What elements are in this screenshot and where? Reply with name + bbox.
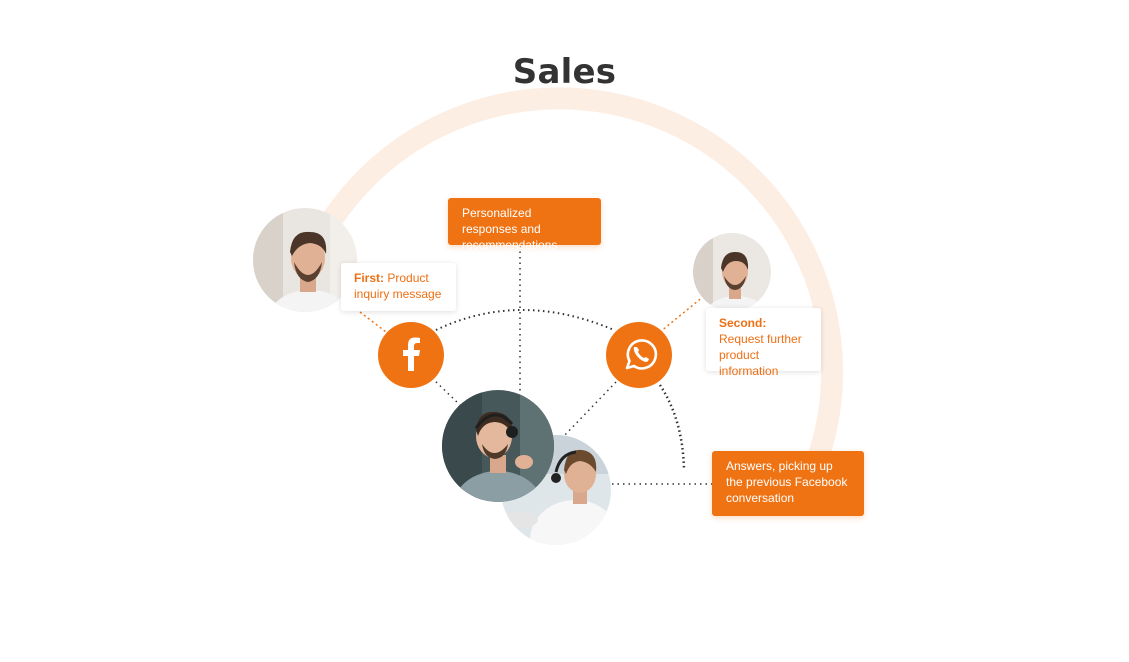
channel-connector-arc <box>436 310 614 330</box>
facebook-icon <box>378 322 444 388</box>
first-step-card: First: Product inquiry message <box>341 263 456 311</box>
connector-customer1-facebook <box>360 312 386 332</box>
second-step-card: Second: Request further product informat… <box>706 308 821 371</box>
whatsapp-icon <box>606 322 672 388</box>
connector-customer2-whatsapp <box>660 296 704 332</box>
connector-facebook-agent <box>432 378 460 405</box>
whatsapp-arc <box>660 385 684 470</box>
personalized-responses-box: Personalized responses and recommendatio… <box>448 198 601 245</box>
first-step-prefix: First: <box>354 271 384 285</box>
answers-box: Answers, picking up the previous Faceboo… <box>712 451 864 516</box>
personalized-responses-text: Personalized responses and recommendatio… <box>462 206 557 252</box>
connector-whatsapp-agent <box>562 382 616 438</box>
second-step-prefix: Second: <box>719 316 766 330</box>
answers-text: Answers, picking up the previous Faceboo… <box>726 459 847 505</box>
